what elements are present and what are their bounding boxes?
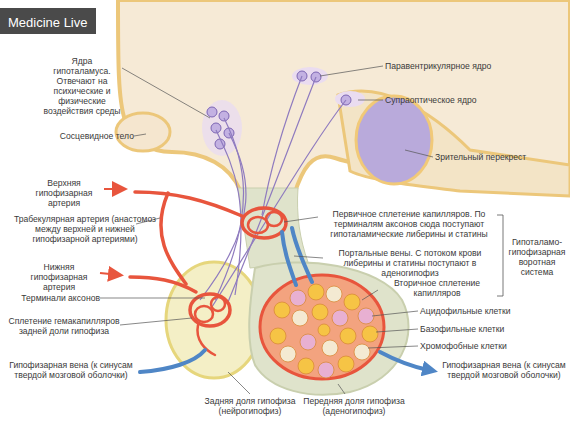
callout-label: Гипофизарная вена (к синусам твердой моз… [6, 360, 136, 380]
callout-label: Супраоптическое ядро [385, 95, 535, 105]
watermark-text: Medicine Live [8, 15, 88, 30]
vein-outflow-arrow [420, 368, 434, 371]
callout-label: Сплетение гемакапилляров задней доли гип… [6, 316, 122, 336]
callout-label: Терминали аксонов [20, 293, 100, 303]
artery-inflow-arrow [104, 188, 124, 190]
watermark-box: Medicine Live [0, 8, 96, 34]
callout-label: Сосцевидное тело [24, 131, 134, 141]
callout-label: Гипофизарная вена (к синусам твердой моз… [438, 360, 570, 380]
callout-label: Первичное сплетение капилляров. По терми… [318, 209, 500, 239]
callout-label: Трабекулярная артерия (анастомоз между в… [10, 214, 160, 244]
callout-label: Ацидофильные клетки [420, 306, 560, 316]
artery-inflow-arrow [100, 273, 120, 275]
posterior-lobe [166, 262, 262, 378]
callout-label: Ядра гипоталамуса. Отвечают на психическ… [42, 56, 122, 116]
callout-label: Базофильные клетки [420, 324, 560, 334]
optic-band [338, 91, 570, 196]
secondary-plexus [260, 275, 384, 379]
callout-label: Портальные вены. С потоком крови либерин… [323, 248, 497, 278]
callout-label: Верхняя гипофизарная артерия [22, 178, 106, 208]
callout-label: Задняя доля гипофиза (нейрогипофиз) [200, 396, 300, 416]
bracket [497, 215, 503, 296]
callout-label: Зрительный перекрест [435, 152, 565, 162]
anterior-lobe [249, 263, 408, 395]
callout-label: Вторичное сплетение капилляров [378, 278, 496, 298]
gland-cells [270, 284, 378, 378]
hypothalamic-nuclei [202, 67, 365, 156]
callout-label: Нижняя гипофизарная артерия [18, 262, 100, 292]
callout-label: Передняя доля гипофиза (аденогипофиз) [298, 396, 410, 416]
callout-label: Гипоталамо-гипофизарная воротная система [505, 237, 569, 277]
callout-label: Паравентрикулярное ядро [385, 61, 535, 71]
brain-tissue [118, 0, 570, 212]
optic-chiasm [356, 96, 432, 184]
callout-label: Хромофобные клетки [420, 341, 560, 351]
